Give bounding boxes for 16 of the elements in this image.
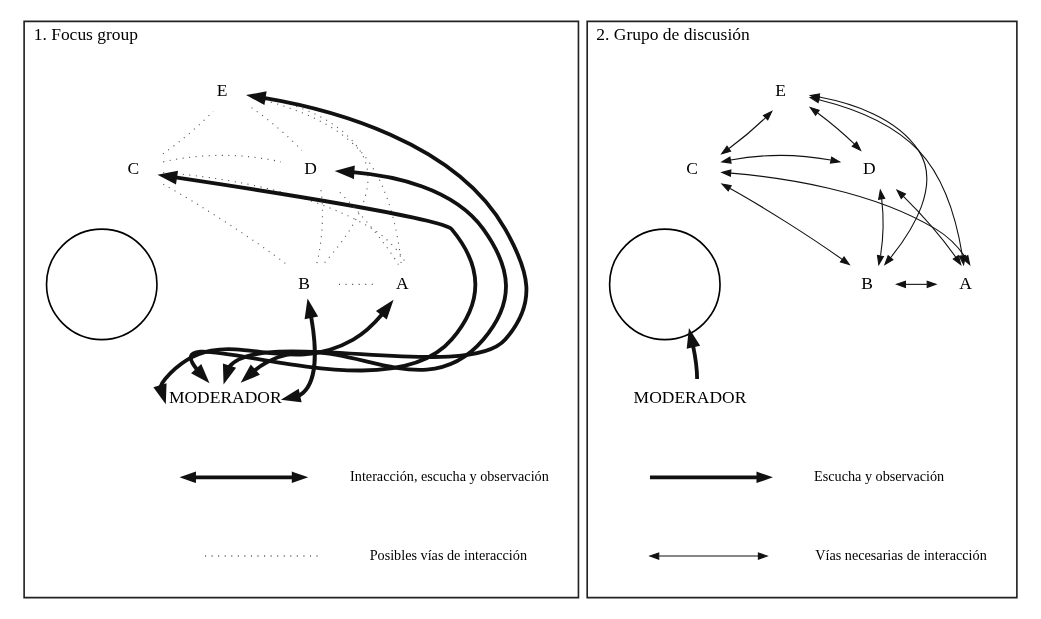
legend-label: Posibles vías de interacción	[369, 546, 528, 563]
legend-label: Vías necesarias de interacción	[815, 546, 987, 563]
node-text: C	[686, 158, 698, 179]
node-text: D	[304, 158, 317, 179]
legend-label: Interacción, escucha y observación	[350, 468, 549, 485]
node-text: B	[861, 272, 873, 293]
node-text: D	[862, 158, 876, 179]
node-text: B	[298, 272, 310, 293]
node-text: A	[959, 272, 972, 293]
node-text: MODERADOR	[168, 386, 282, 407]
node-text: E	[775, 79, 787, 100]
legend-label: Escucha y observación	[814, 468, 945, 485]
node-text: C	[127, 158, 140, 179]
node-text: E	[216, 79, 228, 100]
node-text: MODERADOR	[633, 386, 747, 407]
node-text: A	[396, 272, 409, 293]
